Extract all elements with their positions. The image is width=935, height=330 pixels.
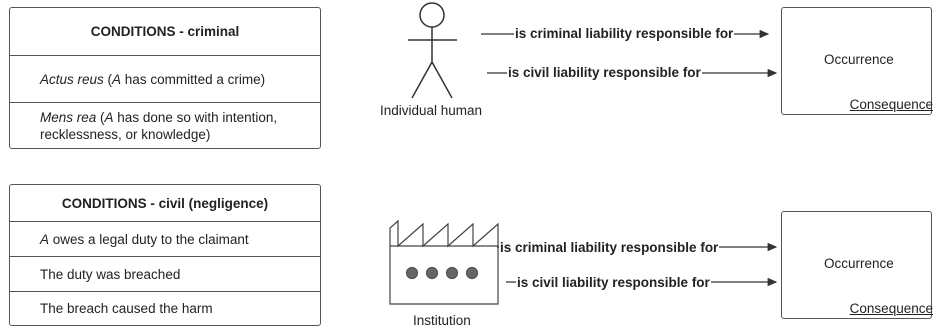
- bottom-criminal-liability-label: is criminal liability responsible for: [499, 240, 720, 256]
- top-criminal-liability-label: is criminal liability responsible for: [514, 26, 735, 42]
- bottom-civil-liability-label: is civil liability responsible for: [516, 275, 711, 291]
- bottom-occurrence-label: Occurrence: [824, 256, 894, 271]
- individual-human-label: Individual human: [380, 103, 483, 118]
- civil-table-header: CONDITIONS - civil (negligence): [61, 195, 269, 211]
- criminal-table-header: CONDITIONS - criminal: [90, 24, 240, 39]
- stick-figure-icon: [408, 2, 457, 99]
- criminal-conditions-table: CONDITIONS - criminal Actus reus (A has …: [9, 7, 321, 149]
- factory-icon: [389, 219, 499, 305]
- civil-condition-row: The duty was breached: [10, 256, 320, 291]
- top-consequence-label: Consequence: [849, 97, 933, 112]
- top-occurrence-box: Occurrence Consequence: [781, 7, 933, 115]
- civil-condition-row: A owes a legal duty to the claimant: [10, 221, 320, 256]
- bottom-consequence-label: Consequence: [849, 301, 933, 316]
- criminal-condition-row: Mens rea (A has done so with intention, …: [10, 102, 320, 148]
- top-civil-liability-label: is civil liability responsible for: [507, 65, 702, 81]
- civil-conditions-table: CONDITIONS - civil (negligence) A owes a…: [9, 184, 321, 326]
- criminal-condition-row: Actus reus (A has committed a crime): [10, 55, 320, 102]
- institution-label: Institution: [413, 313, 471, 328]
- top-occurrence-label: Occurrence: [824, 52, 894, 67]
- bottom-occurrence-box: Occurrence Consequence: [781, 211, 933, 319]
- civil-condition-row: The breach caused the harm: [10, 291, 320, 325]
